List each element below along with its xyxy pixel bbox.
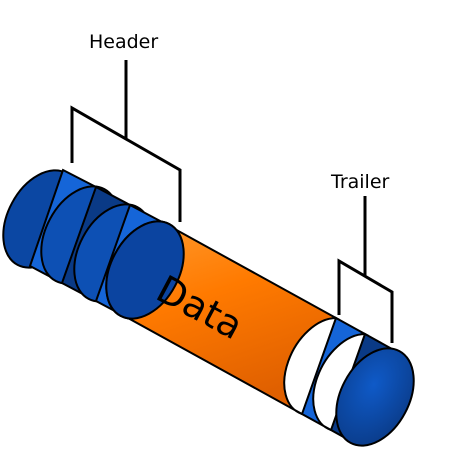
trailer-segment-1 (300, 316, 369, 431)
trailer-bracket (337, 196, 394, 343)
header-label: Header (89, 31, 158, 53)
data-segment-left-face (105, 220, 185, 320)
cylinder-right-end (335, 347, 415, 447)
trailer-label: Trailer (330, 171, 390, 193)
header-bracket (70, 60, 182, 222)
